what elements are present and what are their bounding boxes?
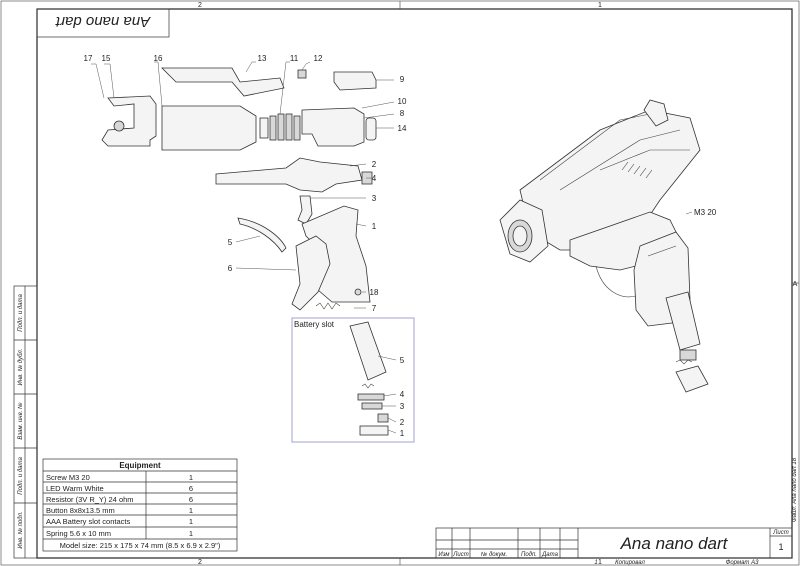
part-guard-5 [237,217,287,253]
equipment-row-qty: 6 [189,484,193,493]
title-sheet-label: Лист [772,530,788,536]
callout-16: 16 [154,54,163,63]
title-col-sheet: Лист [452,552,468,558]
callout-8: 8 [400,109,405,118]
callout-12: 12 [314,54,323,63]
zone-top-left: 2 [198,2,202,9]
exploded-view: 17 15 16 13 11 12 9 10 8 14 2 4 3 1 5 6 … [84,54,407,313]
equipment-table: Equipment Screw M3 20 1 LED Warm White 6… [42,458,238,552]
side-stamp-strip: Подп. и дата Инв. № дубл. Взам. инв. № П… [13,285,38,559]
callout-3: 3 [372,194,377,203]
equipment-row-name: Button 8x8x13.5 mm [46,506,115,515]
battery-slot-body [349,321,387,381]
slot-callout-4: 4 [400,390,405,399]
equipment-row-qty: 1 [189,517,193,526]
callout-13: 13 [258,54,267,63]
callout-9: 9 [400,75,405,84]
part-bracket-9 [333,71,377,91]
assembled-sight [643,99,669,127]
assembled-battery-cap [675,365,709,393]
equipment-row-name: AAA Battery slot contacts [46,517,130,526]
callout-10: 10 [398,97,407,106]
battery-contact-2 [377,413,389,423]
callout-18: 18 [370,288,379,297]
title-block: Изм Лист № докум. Подп. Дата Ana nano da… [435,527,793,566]
assembled-trigger-guard [595,265,637,298]
zone-top-right: 1 [598,2,602,9]
callout-6: 6 [228,264,233,273]
zone-side-a: A [793,281,798,288]
part-spring-7 [315,302,341,310]
title-copied: Копировал [615,560,645,566]
battery-contact-4 [357,393,385,401]
part-coil-11 [259,113,301,141]
equipment-row-name: Spring 5.6 x 10 mm [46,529,111,538]
zone-bottom-right: 1 [598,559,602,566]
equipment-row-qty: 1 [189,473,193,482]
title-format: Формат А3 [726,560,759,566]
part-block-12 [297,69,307,79]
assembled-view: M3 20 [499,99,717,393]
battery-slot-label: Battery slot [294,320,335,329]
assembly-screw-label: M3 20 [694,208,717,217]
part-screw-17 [113,120,125,132]
callout-11: 11 [290,54,299,63]
battery-contact-1 [359,425,389,436]
stamp-sign-date-1: Подп. и дата [18,294,24,332]
mirrored-title-box: Ana nano dart [36,8,170,38]
equipment-row-name: Screw M3 20 [46,473,90,482]
part-rail-13 [161,67,285,97]
part-trigger-3 [297,195,313,225]
assembled-battery [665,291,701,351]
assembled-body [519,109,701,251]
part-screw-18 [354,288,362,296]
callout-1: 1 [372,222,377,231]
callout-15: 15 [102,54,111,63]
slot-callout-1: 1 [400,429,405,438]
assembled-battery-contact [679,349,697,361]
title-col-sign: Подп. [521,552,537,558]
callout-7: 7 [372,304,377,313]
equipment-row-qty: 6 [189,495,193,504]
callout-17: 17 [84,54,93,63]
callout-5: 5 [228,238,233,247]
title-bottom-num: 1 [594,560,597,566]
stamp-replace-inv: Взам. инв. № [17,402,24,440]
callout-14: 14 [398,124,407,133]
part-side-panel-6 [291,235,331,311]
title-name: Ana nano dart [620,534,729,553]
slot-callout-3: 3 [400,402,405,411]
callout-2: 2 [372,160,377,169]
title-col-date: Дата [541,552,558,558]
stamp-orig-inv: Инв. № подл. [17,511,24,548]
equipment-header: Equipment [119,461,161,470]
stamp-sign-date-2: Подп. и дата [18,457,24,495]
battery-slot-view: Battery slot 5 4 3 2 1 [291,317,415,443]
slot-callout-2: 2 [400,418,405,427]
title-col-doc: № докум. [481,551,507,558]
title-col-change: Изм [438,552,449,558]
assembled-coil [621,161,653,179]
file-label: Файл: Ana nano dart 18 [791,457,798,522]
part-top-slide-2 [215,157,363,193]
equipment-row-qty: 1 [189,506,193,515]
battery-contact-3 [361,402,383,410]
part-bracket [101,95,157,147]
slot-callout-5: 5 [400,356,405,365]
assembled-muzzle [499,199,549,263]
mirrored-title: Ana nano dart [55,13,151,30]
equipment-row-qty: 1 [189,529,193,538]
equipment-row-name: LED Warm White [46,484,104,493]
equipment-footer: Model size: 215 x 175 x 74 mm (8.5 x 6.9… [60,541,221,550]
part-emitter-10 [301,107,365,147]
part-battery-tube [161,105,257,151]
stamp-dup-inv: Инв. № дубл. [17,349,24,386]
callout-4: 4 [372,174,377,183]
title-sheet-no: 1 [778,542,783,552]
part-cap-14 [365,117,377,141]
equipment-row-name: Resistor (3V R_Y) 24 ohm [46,495,134,504]
zone-bottom-left: 2 [198,559,202,566]
